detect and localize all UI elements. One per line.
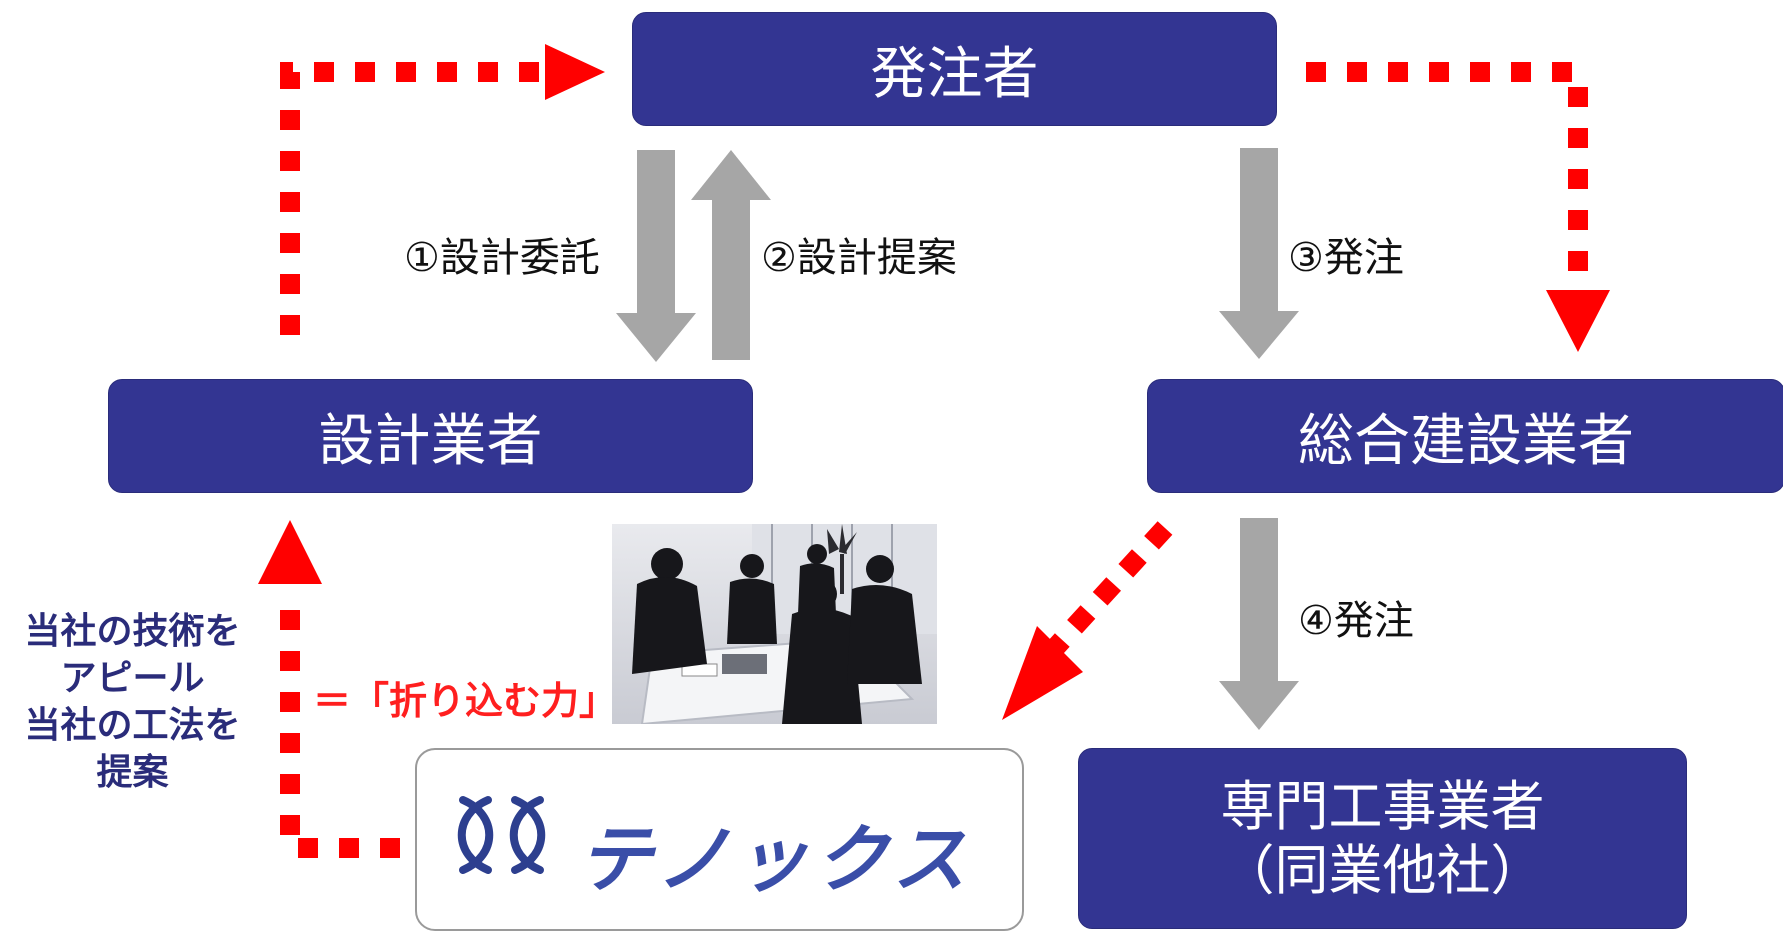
red-arrowhead-to-client xyxy=(545,44,605,100)
general-contractor-box: 総合建設業者 xyxy=(1147,379,1783,493)
designer-label: 設計業者 xyxy=(318,408,543,474)
specialist-label-line1: 専門工事業者 xyxy=(1220,774,1545,838)
side-note-line4: 提案 xyxy=(96,752,169,793)
general-contractor-label: 総合建設業者 xyxy=(1298,408,1634,474)
specialist-contractor-box: 専門工事業者 （同業他社） xyxy=(1078,748,1687,929)
step2-label: ②設計提案 xyxy=(761,235,957,281)
designer-box: 設計業者 xyxy=(108,379,753,493)
business-meeting-photo xyxy=(612,524,937,724)
gray-arrow-order-3 xyxy=(1219,148,1299,359)
step3-label: ③発注 xyxy=(1288,235,1404,281)
red-dotted-arrow-designer-to-client xyxy=(280,62,545,335)
red-arrowhead-to-tenox xyxy=(1002,626,1083,720)
gray-arrow-design-proposal xyxy=(691,150,771,360)
side-note-line1: 当社の技術を xyxy=(24,611,241,652)
highlight-text: ＝「折り込む力」 xyxy=(313,679,618,723)
side-note-line3: 当社の工法を xyxy=(24,705,241,746)
client-box: 発注者 xyxy=(632,12,1277,126)
side-note-line2: アピール xyxy=(60,658,205,699)
step4-label: ④発注 xyxy=(1298,598,1414,644)
red-arrowhead-to-contractor xyxy=(1546,290,1610,352)
gray-arrow-order-4 xyxy=(1219,518,1299,730)
gray-arrow-design-commission xyxy=(616,150,696,362)
red-arrowhead-to-designer xyxy=(258,520,322,584)
client-label: 発注者 xyxy=(870,41,1039,107)
tenox-wordmark: テノックス xyxy=(578,817,973,903)
specialist-label-line2: （同業他社） xyxy=(1220,838,1545,902)
side-note: 当社の技術を アピール 当社の工法を 提案 xyxy=(5,608,260,796)
double-wave-logo-icon xyxy=(457,796,546,874)
step1-label: ①設計委託 xyxy=(404,235,600,281)
red-dotted-arrow-contractor-to-tenox xyxy=(1047,521,1173,655)
red-dotted-arrow-client-to-contractor xyxy=(1306,62,1588,290)
